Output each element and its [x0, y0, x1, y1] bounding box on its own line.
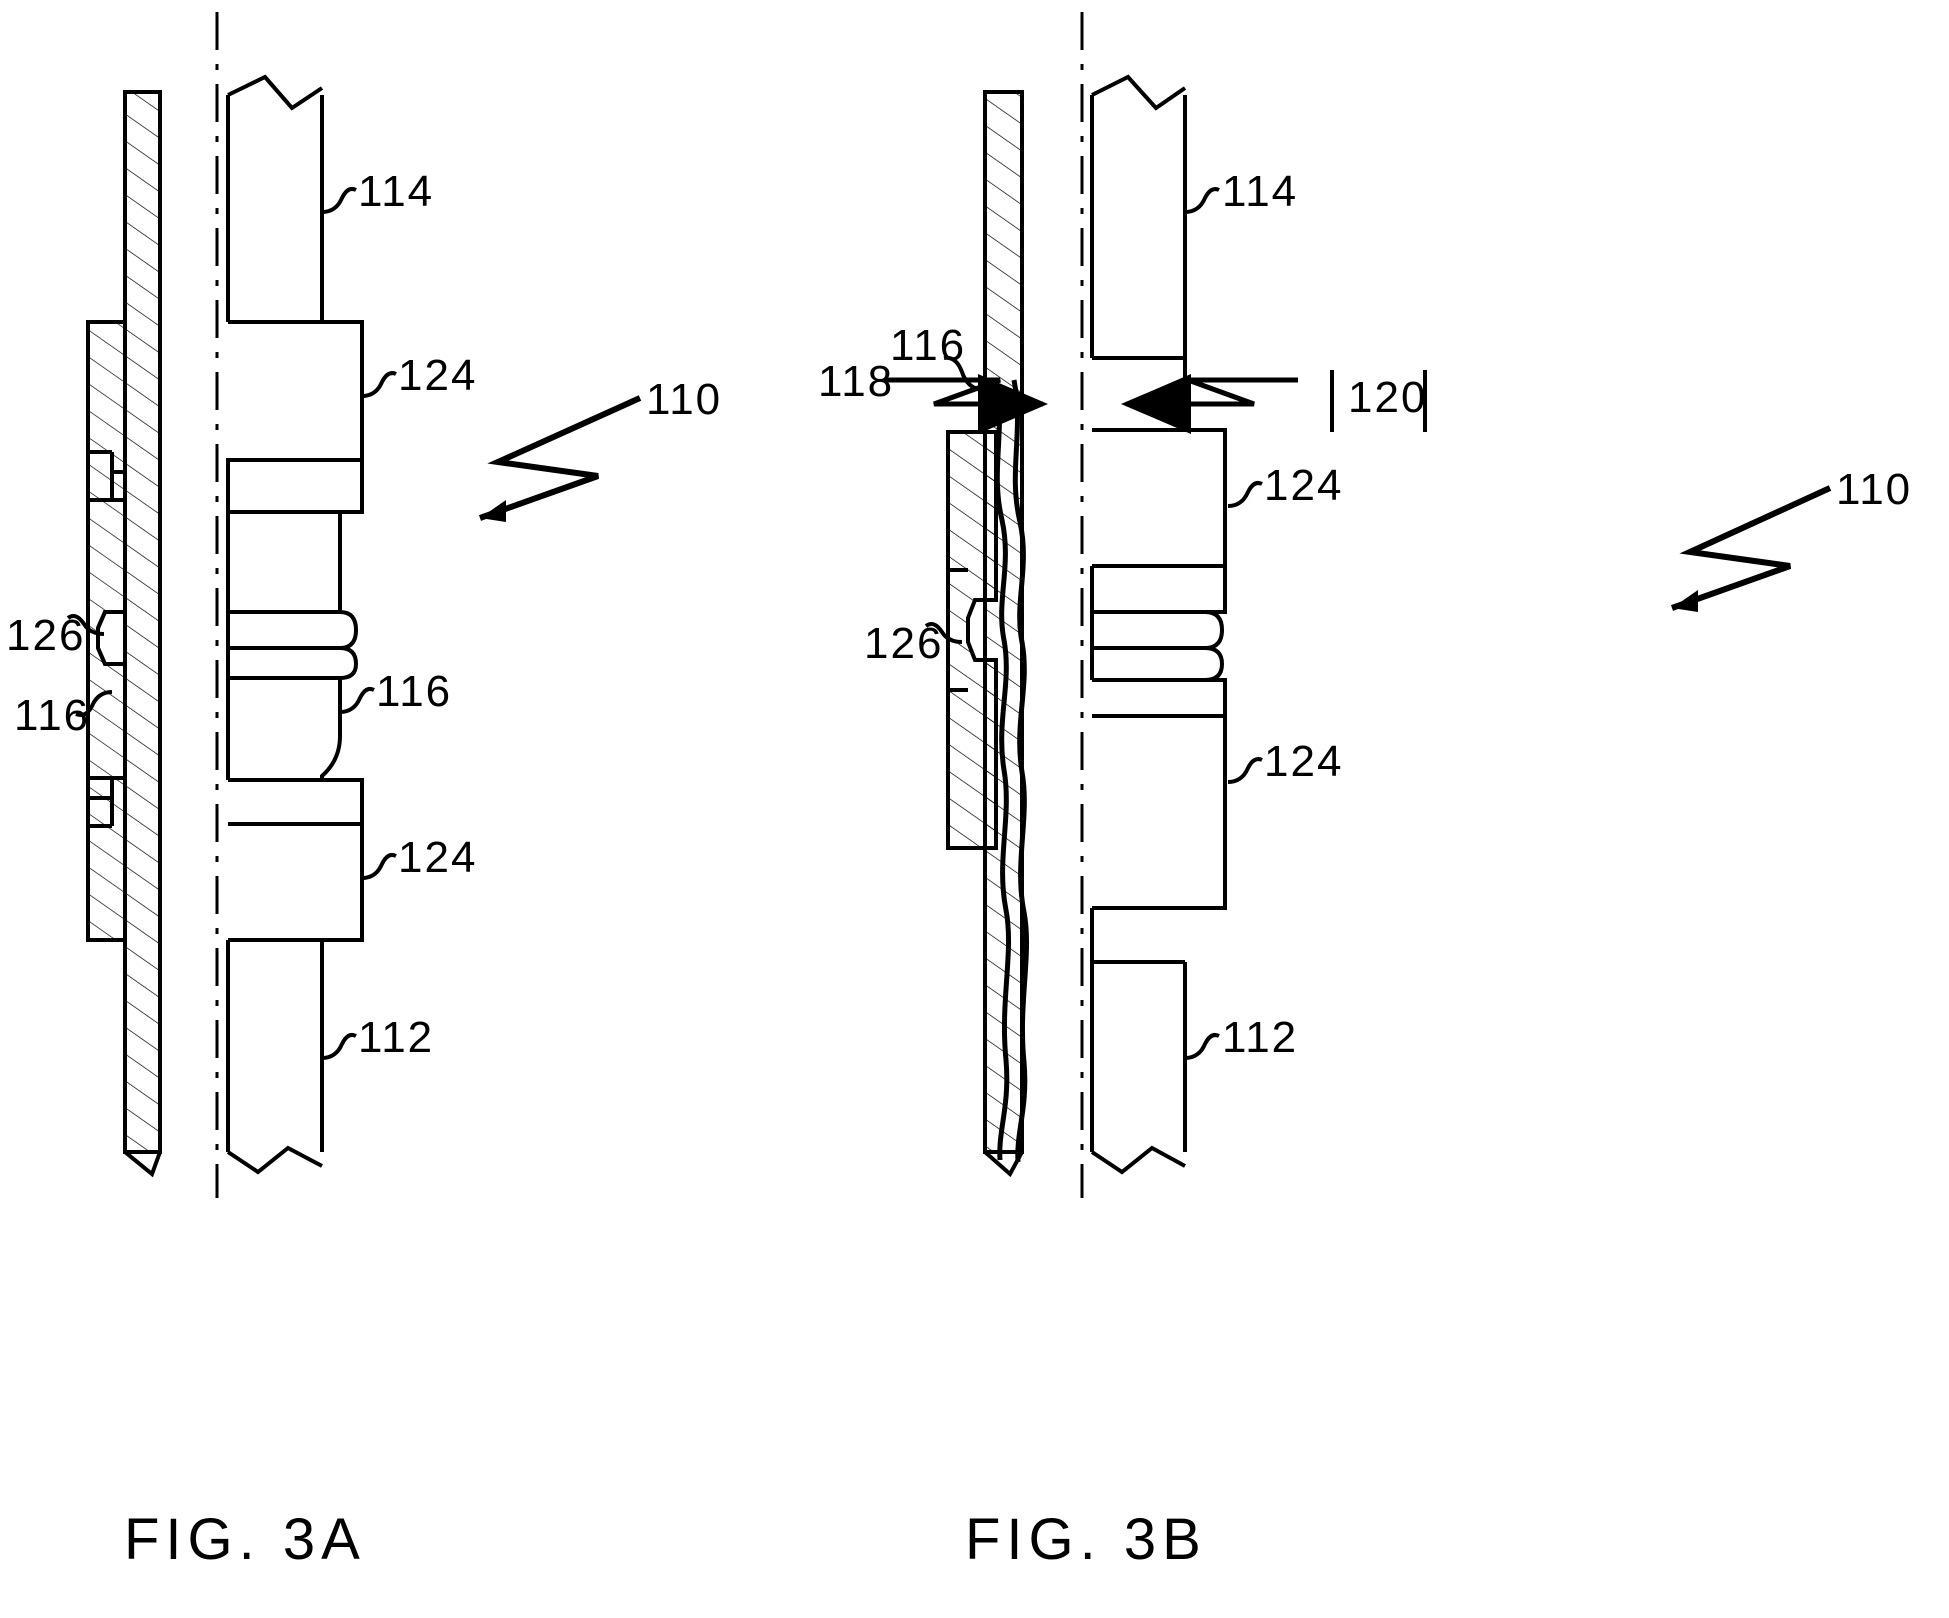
- fig3a-ref-110: 110: [646, 375, 722, 424]
- fig3b-dimension-lines: [1330, 370, 1427, 432]
- fig3b-ref-114: 114: [1222, 167, 1298, 216]
- fig3a-callouts: [66, 187, 642, 1060]
- fig3b-ref-116: 116: [890, 321, 966, 370]
- fig3a-ref-116-right: 116: [376, 667, 452, 716]
- fig3a-ref-124-lower: 124: [398, 833, 477, 882]
- fig3b-ref-126: 126: [864, 619, 943, 668]
- fig3a-ref-124-upper: 124: [398, 351, 477, 400]
- fig3b-ref-120: 120: [1348, 373, 1427, 422]
- fig3b-ref-112: 112: [1222, 1013, 1298, 1062]
- fig3a-casing-wall: [123, 90, 162, 1154]
- figure-3a: 114 124 126 116 116 124 112 110: [6, 12, 722, 1198]
- fig3b-ref-124-lower: 124: [1264, 737, 1343, 786]
- figure-3a-caption: FIG. 3A: [124, 1507, 366, 1572]
- figure-3b: 114 116 118 120 124 126 124 112 110: [818, 12, 1912, 1198]
- fig3a-ref-112: 112: [358, 1013, 434, 1062]
- fig3b-ref-118: 118: [818, 357, 894, 406]
- fig3a-ref-114: 114: [358, 167, 434, 216]
- fig3a-ref-116-left: 116: [14, 691, 90, 740]
- fig3b-callouts: [884, 187, 1832, 1060]
- figure-3b-caption: FIG. 3B: [965, 1507, 1207, 1572]
- fig3b-ref-124-upper: 124: [1264, 461, 1343, 510]
- fig3a-seal-element-116: [86, 320, 127, 942]
- fig3a-tool-body: [123, 74, 364, 1178]
- fig3a-ref-126: 126: [6, 611, 85, 660]
- fig3b-ref-110: 110: [1836, 465, 1912, 514]
